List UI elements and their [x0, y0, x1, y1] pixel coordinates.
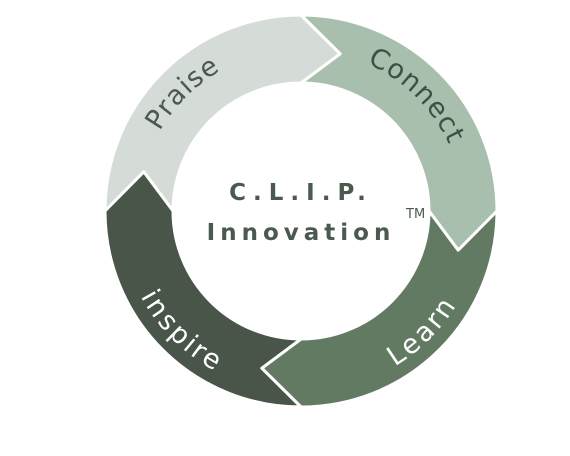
center-title-line2: Innovation — [207, 220, 396, 246]
center-title-line1: C.L.I.P. — [229, 180, 373, 206]
trademark-mark: TM — [405, 207, 425, 222]
segment-inspire — [103, 170, 303, 409]
